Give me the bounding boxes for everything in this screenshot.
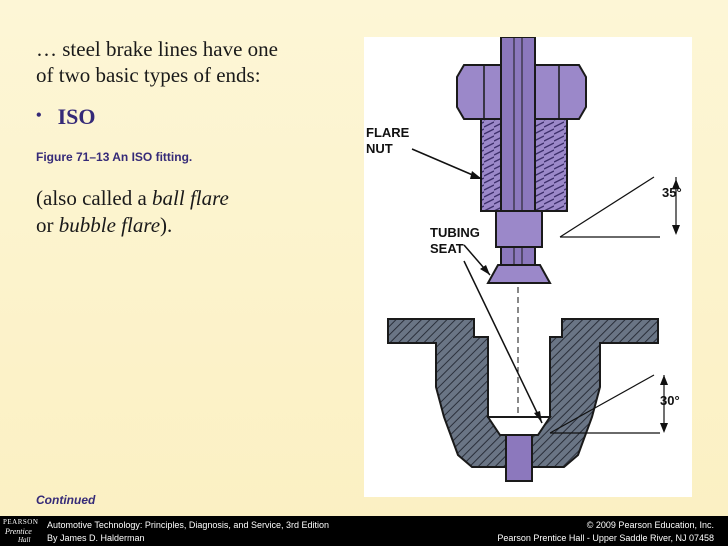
continued-label: Continued — [36, 493, 96, 507]
tubing-seat — [486, 416, 552, 436]
copyright: © 2009 Pearson Education, Inc. — [586, 520, 714, 530]
publisher: Pearson Prentice Hall - Upper Saddle Riv… — [497, 533, 714, 543]
bullet-label: ISO — [57, 104, 96, 129]
iso-fitting-diagram: FLARE NUT TUBING SEAT 35° 30° — [366, 36, 682, 482]
iso-fitting-figure: FLARE NUT TUBING SEAT 35° 30° — [364, 36, 692, 497]
aka-middle: or — [36, 213, 59, 237]
footer-bar: PEARSON Prentice Hall Automotive Technol… — [0, 516, 728, 546]
angle-35-label: 35° — [662, 185, 682, 200]
aka-suffix: ). — [160, 213, 173, 237]
fluid-port — [505, 434, 533, 482]
aka-prefix: (also called a — [36, 186, 153, 210]
bullet-icon: • — [36, 107, 42, 124]
flare-nut-leader — [411, 148, 483, 180]
label-tubing-seat-line2: SEAT — [430, 241, 464, 256]
tubing-seat-leader-bottom — [463, 260, 543, 424]
angle-30-label: 30° — [660, 393, 680, 408]
intro-text: … steel brake lines have one of two basi… — [36, 36, 356, 88]
aka-term-ball-flare: ball flare — [152, 186, 229, 210]
book-title: Automotive Technology: Principles, Diagn… — [47, 520, 329, 530]
label-tubing-seat-line1: TUBING — [430, 225, 480, 240]
bullet-iso: • ISO — [36, 104, 96, 130]
author: By James D. Halderman — [47, 533, 145, 543]
also-called-text: (also called a ball flare or bubble flar… — [36, 185, 229, 239]
label-flare-nut-line2: NUT — [366, 141, 393, 156]
slide: … steel brake lines have one of two basi… — [36, 36, 692, 507]
label-flare-nut-line1: FLARE — [366, 125, 410, 140]
intro-line-1: … steel brake lines have one — [36, 37, 278, 61]
ball-flare-end — [486, 264, 552, 284]
pearson-prentice-hall-logo: PEARSON Prentice Hall — [3, 518, 39, 544]
aka-term-bubble-flare: bubble flare — [58, 213, 161, 237]
intro-line-2: of two basic types of ends: — [36, 63, 261, 87]
fitting-body — [387, 318, 659, 468]
figure-caption: Figure 71–13 An ISO fitting. — [36, 150, 193, 164]
